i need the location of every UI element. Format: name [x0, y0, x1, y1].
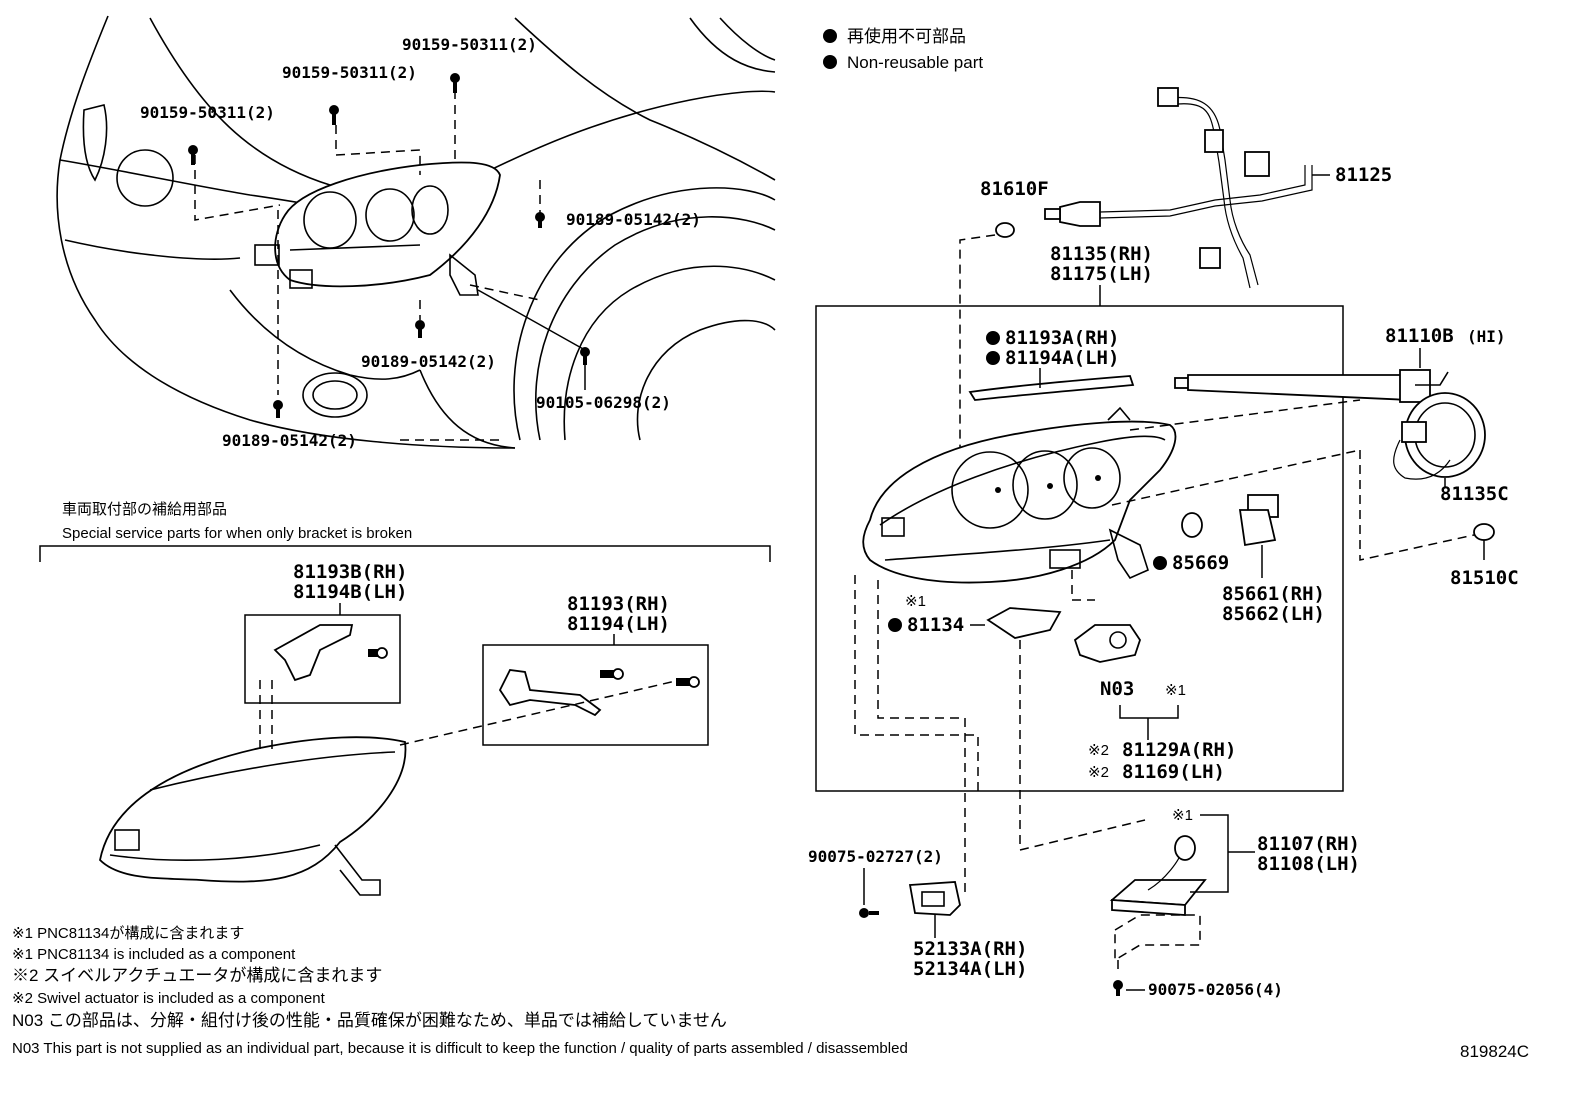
bracket-52133A: [908, 881, 961, 916]
lamp-85661: [1238, 494, 1279, 547]
bracket-81193B-box: [244, 614, 401, 704]
non-reusable-dot-icon: [823, 55, 837, 69]
screw-icon: [1113, 980, 1123, 996]
label-90189-05142-b2: 90189-05142(2): [361, 352, 496, 371]
bracket-81193B-part: [273, 624, 354, 682]
footnote-3-ja: N03 この部品は、分解・組付け後の性能・品質確保が困難なため、単品では補給して…: [12, 1011, 727, 1030]
headlamp-main: [862, 406, 1177, 584]
special-title-ja: 車両取付部の補給用部品: [62, 501, 227, 518]
footnote-3-en: N03 This part is not supplied as an indi…: [12, 1040, 908, 1057]
label-81125: 81125: [1335, 164, 1392, 186]
vehicle-overview: [56, 15, 776, 449]
oring-85669: [1181, 512, 1203, 538]
label-81129A: 81129A(RH): [1122, 739, 1236, 761]
cap-81510C: [1473, 523, 1495, 541]
label-90159-50311-a3: 90159-50311(2): [140, 103, 275, 122]
bulb-81110B: [1174, 369, 1449, 403]
actuator-n03: [1073, 624, 1141, 663]
label-81194: 81194(LH): [567, 613, 670, 635]
label-81110B: 81110B: [1385, 325, 1454, 347]
non-reusable-dot-icon: [986, 331, 1000, 345]
footnote-2-ja: ※2 スイベルアクチュエータが構成に含まれます: [12, 966, 382, 985]
footnote-2-en: ※2 Swivel actuator is included as a comp…: [12, 990, 326, 1007]
ballast-81107: [1109, 835, 1207, 916]
socket-81135C: [1393, 392, 1486, 480]
label-81169: 81169(LH): [1122, 761, 1225, 783]
label-81108: 81108(LH): [1257, 853, 1360, 875]
headlamp-outline-small: [99, 736, 407, 883]
label-81193B: 81193B(RH): [293, 561, 407, 583]
label-n03: N03: [1100, 678, 1134, 700]
mark-81134: ※1: [905, 593, 926, 610]
label-52133A: 52133A(RH): [913, 938, 1027, 960]
screw-icon: [859, 908, 879, 918]
gasket-81134: [986, 607, 1062, 639]
label-81194A: 81194A(LH): [1005, 347, 1119, 369]
headlamp-assembly-box: [815, 305, 1344, 792]
legend-non-reusable-ja: 再使用不可部品: [847, 26, 966, 46]
label-81134: 81134: [907, 614, 964, 636]
mark-81107: ※1: [1172, 807, 1193, 824]
special-title-en: Special service parts for when only brac…: [62, 525, 412, 542]
label-52134A: 52134A(LH): [913, 958, 1027, 980]
footnote-1-ja: ※1 PNC81134が構成に含まれます: [12, 925, 244, 942]
mark-81169: ※2: [1088, 764, 1109, 781]
label-81510C: 81510C: [1450, 567, 1519, 589]
label-81193: 81193(RH): [567, 593, 670, 615]
mark-81129A: ※2: [1088, 742, 1109, 759]
footnote-1-en: ※1 PNC81134 is included as a component: [12, 946, 296, 963]
bracket-81193-part: [498, 669, 602, 717]
label-90075-02727: 90075-02727(2): [808, 847, 943, 866]
screw-icon: [676, 676, 700, 688]
label-85669: 85669: [1172, 552, 1229, 574]
non-reusable-dot-icon: [888, 618, 902, 632]
label-81110B-hi: (HI): [1467, 327, 1506, 346]
label-81135C: 81135C: [1440, 483, 1509, 505]
non-reusable-dot-icon: [986, 351, 1000, 365]
trim-strip-81193A: [968, 375, 1135, 401]
mark-n03: ※1: [1165, 682, 1186, 699]
label-90189-05142-b3: 90189-05142(2): [222, 431, 357, 450]
cap-81610F: [995, 222, 1015, 238]
label-90159-50311-a1: 90159-50311(2): [402, 35, 537, 54]
special-bracket-line: [39, 545, 771, 562]
non-reusable-dot-icon: [823, 29, 837, 43]
label-90189-05142-b1: 90189-05142(2): [566, 210, 701, 229]
label-90159-50311-a2: 90159-50311(2): [282, 63, 417, 82]
label-81610F: 81610F: [980, 178, 1049, 200]
label-85661: 85661(RH): [1222, 583, 1325, 605]
diagram-id: 819824C: [1460, 1042, 1529, 1061]
label-81107: 81107(RH): [1257, 833, 1360, 855]
screw-icon: [600, 668, 624, 680]
label-90075-02056: 90075-02056(4): [1148, 980, 1283, 999]
bracket-81193-box: [482, 644, 709, 746]
label-90105-06298: 90105-06298(2): [536, 393, 671, 412]
label-85662: 85662(LH): [1222, 603, 1325, 625]
legend-non-reusable-en: Non-reusable part: [847, 53, 983, 72]
non-reusable-dot-icon: [1153, 556, 1167, 570]
label-81194B: 81194B(LH): [293, 581, 407, 603]
label-81193A: 81193A(RH): [1005, 327, 1119, 349]
wire-harness-81125: [1044, 87, 1313, 289]
label-81175: 81175(LH): [1050, 263, 1153, 285]
screw-icon: [368, 647, 388, 659]
label-81135: 81135(RH): [1050, 243, 1153, 265]
